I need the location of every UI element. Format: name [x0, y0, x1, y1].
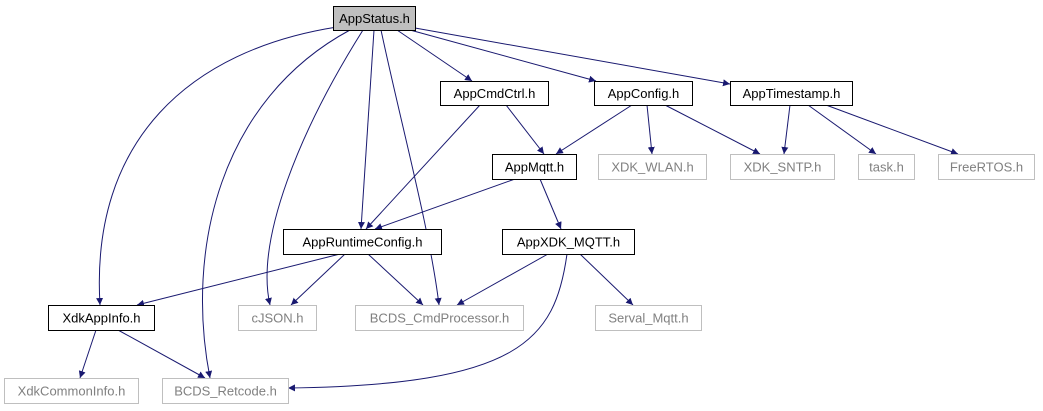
edge-appxdk_mqtt-to-bcds_cmdprocessor: [456, 253, 549, 306]
node-freertos: FreeRTOS.h: [938, 154, 1035, 180]
edge-appruntimeconfig-to-cjson: [290, 253, 346, 306]
edge-apptimestamp-to-task: [807, 104, 877, 155]
edge-appmqtt-to-appruntimeconfig: [374, 178, 516, 230]
node-task: task.h: [858, 154, 915, 180]
node-appruntimeconfig[interactable]: AppRuntimeConfig.h: [283, 229, 442, 255]
node-bcds_retcode: BCDS_Retcode.h: [162, 378, 289, 404]
edges-layer: [78, 26, 959, 392]
node-label-cjson: cJSON.h: [251, 311, 303, 326]
node-box-bcds_cmdprocessor: [355, 305, 524, 331]
edge-appmqtt-to-appxdk_mqtt: [539, 178, 562, 230]
node-label-xdkcommoninfo: XdkCommonInfo.h: [18, 384, 126, 399]
node-box-appcmdctrl: [440, 81, 549, 106]
edge-appcmdctrl-to-appruntimeconfig: [365, 104, 481, 230]
node-apptimestamp[interactable]: AppTimestamp.h: [730, 81, 853, 106]
node-label-appstatus: AppStatus.h: [339, 11, 410, 26]
node-box-appconfig: [594, 81, 693, 106]
node-box-appstatus: [333, 6, 416, 31]
node-xdkappinfo[interactable]: XdkAppInfo.h: [48, 305, 155, 331]
edge-appxdk_mqtt-to-bcds_retcode: [287, 253, 568, 392]
node-xdk_wlan: XDK_WLAN.h: [598, 154, 707, 180]
node-label-apptimestamp: AppTimestamp.h: [743, 86, 841, 101]
node-box-appmqtt: [492, 154, 577, 180]
node-appcmdctrl[interactable]: AppCmdCtrl.h: [440, 81, 549, 106]
node-box-xdkappinfo: [48, 305, 155, 331]
node-label-bcds_retcode: BCDS_Retcode.h: [174, 384, 277, 399]
edge-apptimestamp-to-freertos: [825, 104, 959, 155]
edge-appruntimeconfig-to-xdkappinfo: [136, 253, 341, 307]
node-appmqtt[interactable]: AppMqtt.h: [492, 154, 577, 180]
node-label-appmqtt: AppMqtt.h: [505, 160, 564, 175]
edge-appstatus-to-xdkappinfo: [96, 26, 338, 306]
node-label-appruntimeconfig: AppRuntimeConfig.h: [303, 235, 423, 250]
node-box-apptimestamp: [730, 81, 853, 106]
node-box-bcds_retcode: [162, 378, 289, 404]
edge-appstatus-to-bcds_cmdprocessor: [380, 29, 442, 306]
node-appxdk_mqtt[interactable]: AppXDK_MQTT.h: [502, 229, 635, 255]
node-box-xdkcommoninfo: [4, 378, 139, 404]
edge-appstatus-to-appconfig: [409, 29, 597, 83]
node-xdk_sntp: XDK_SNTP.h: [730, 154, 835, 180]
node-box-xdk_sntp: [730, 154, 835, 180]
edge-appstatus-to-appruntimeconfig: [357, 29, 375, 230]
node-cjson: cJSON.h: [238, 305, 317, 331]
edge-appxdk_mqtt-to-serval_mqtt: [579, 253, 634, 306]
edge-appstatus-to-cjson: [265, 29, 364, 306]
edge-appconfig-to-appmqtt: [555, 104, 633, 155]
edge-appstatus-to-bcds_retcode: [201, 29, 351, 379]
node-box-serval_mqtt: [595, 305, 702, 331]
node-label-xdk_wlan: XDK_WLAN.h: [611, 160, 693, 175]
node-label-xdk_sntp: XDK_SNTP.h: [744, 160, 822, 175]
node-label-appconfig: AppConfig.h: [608, 86, 680, 101]
node-label-appxdk_mqtt: AppXDK_MQTT.h: [517, 235, 620, 250]
node-box-freertos: [938, 154, 1035, 180]
edge-appstatus-to-appcmdctrl: [396, 29, 473, 82]
node-label-serval_mqtt: Serval_Mqtt.h: [608, 311, 688, 326]
node-appstatus[interactable]: AppStatus.h: [333, 6, 416, 31]
node-label-bcds_cmdprocessor: BCDS_CmdProcessor.h: [370, 311, 509, 326]
node-appconfig[interactable]: AppConfig.h: [594, 81, 693, 106]
edge-appstatus-to-apptimestamp: [414, 27, 731, 87]
edge-appcmdctrl-to-appmqtt: [505, 104, 545, 155]
node-box-appxdk_mqtt: [502, 229, 635, 255]
node-serval_mqtt: Serval_Mqtt.h: [595, 305, 702, 331]
edge-appconfig-to-xdk_wlan: [646, 104, 655, 155]
node-box-task: [858, 154, 915, 180]
node-xdkcommoninfo: XdkCommonInfo.h: [4, 378, 139, 404]
edge-appconfig-to-xdk_sntp: [664, 104, 761, 155]
node-box-xdk_wlan: [598, 154, 707, 180]
node-label-task: task.h: [869, 160, 904, 175]
node-label-xdkappinfo: XdkAppInfo.h: [62, 311, 140, 326]
node-box-cjson: [238, 305, 317, 331]
node-label-appcmdctrl: AppCmdCtrl.h: [454, 86, 536, 101]
edge-apptimestamp-to-xdk_sntp: [781, 104, 791, 155]
edge-xdkappinfo-to-xdkcommoninfo: [78, 329, 97, 379]
node-bcds_cmdprocessor: BCDS_CmdProcessor.h: [355, 305, 524, 331]
edge-xdkappinfo-to-bcds_retcode: [117, 329, 206, 379]
node-box-appruntimeconfig: [283, 229, 442, 255]
node-label-freertos: FreeRTOS.h: [950, 160, 1023, 175]
edge-appruntimeconfig-to-bcds_cmdprocessor: [367, 253, 424, 306]
